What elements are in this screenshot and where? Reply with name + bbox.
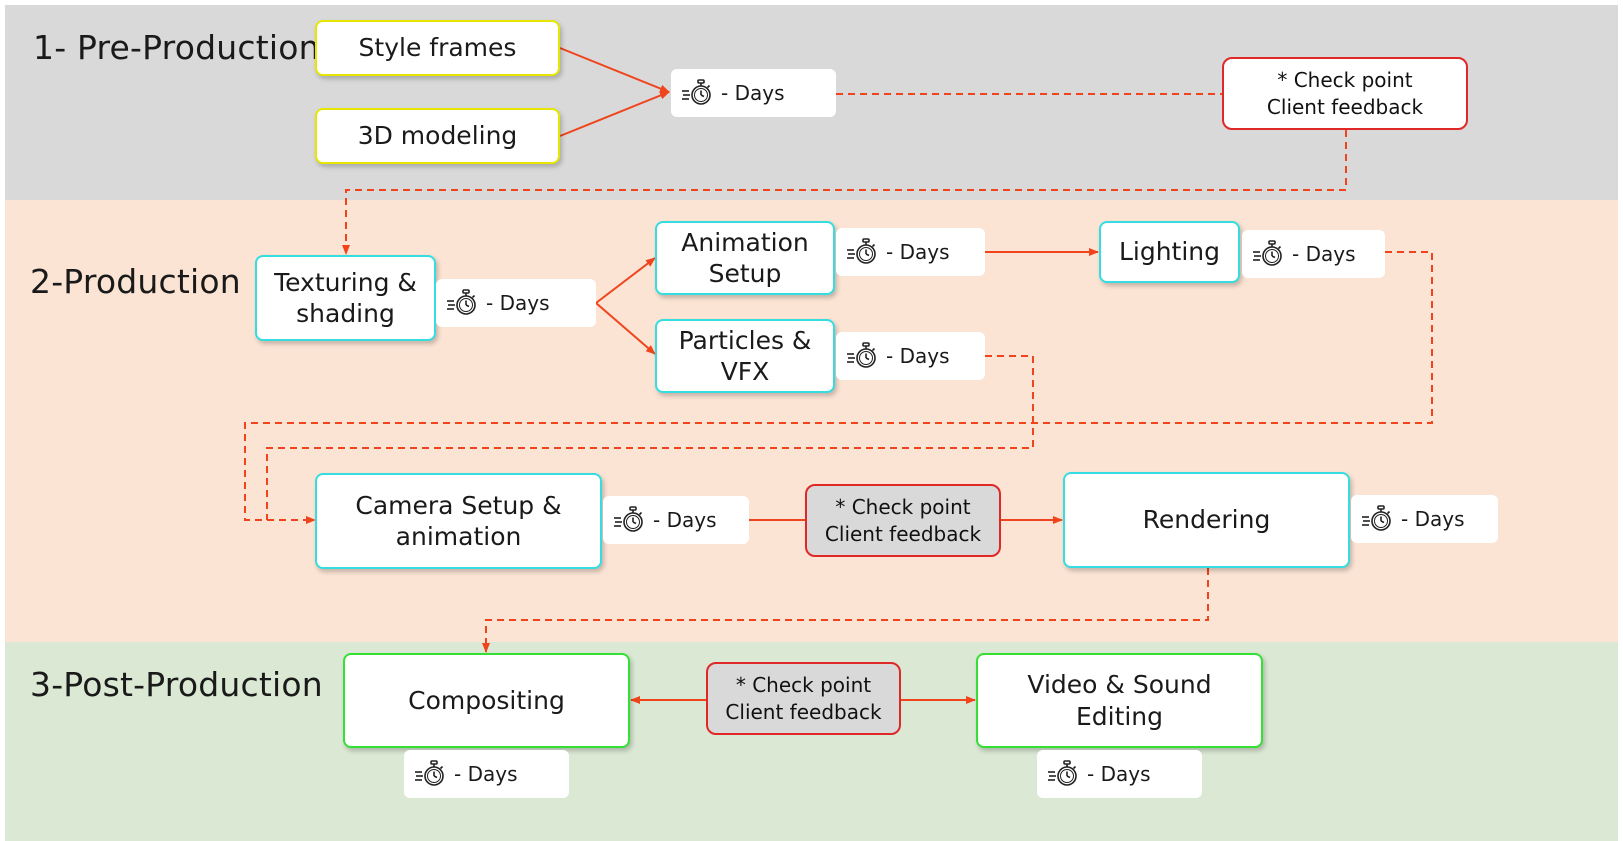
post-production-title: 3-Post-Production bbox=[30, 665, 323, 704]
texturing-shading-box: Texturing & shading bbox=[255, 255, 436, 341]
duration-animation-setup: - Days bbox=[836, 228, 985, 276]
link-rendering-to-compositing bbox=[482, 568, 1209, 653]
arrow-texturing-to-particles bbox=[595, 302, 656, 355]
rendering-box: Rendering bbox=[1063, 472, 1350, 568]
duration-lighting: - Days bbox=[1242, 230, 1385, 278]
link-particles-to-camera bbox=[266, 355, 1034, 520]
duration-label: - Days bbox=[1087, 762, 1151, 786]
stopwatch-icon bbox=[447, 289, 476, 315]
stopwatch-icon bbox=[1362, 505, 1391, 531]
duration-label: - Days bbox=[886, 344, 950, 368]
duration-label: - Days bbox=[486, 291, 550, 315]
arrow-modeling-to-days bbox=[559, 91, 670, 137]
stopwatch-icon bbox=[847, 238, 876, 264]
duration-video-sound-editing: - Days bbox=[1037, 750, 1202, 798]
duration-camera-setup: - Days bbox=[603, 496, 749, 544]
duration-label: - Days bbox=[721, 81, 785, 105]
pre-production-title: 1- Pre-Production bbox=[33, 28, 320, 67]
lighting-box: Lighting bbox=[1099, 221, 1240, 283]
duration-pre-production: - Days bbox=[671, 69, 836, 117]
duration-label: - Days bbox=[454, 762, 518, 786]
arrow-texturing-to-animation-setup bbox=[595, 257, 656, 304]
duration-rendering: - Days bbox=[1351, 495, 1498, 543]
stopwatch-icon bbox=[415, 760, 444, 786]
stopwatch-icon bbox=[614, 506, 643, 532]
camera-setup-box: Camera Setup & animation bbox=[315, 473, 602, 569]
checkpoint-client-feedback-1: * Check point Client feedback bbox=[1222, 57, 1468, 130]
stopwatch-icon bbox=[682, 79, 711, 105]
particles-vfx-box: Particles & VFX bbox=[655, 319, 835, 393]
style-frames-box: Style frames bbox=[315, 20, 560, 76]
animation-setup-box: Animation Setup bbox=[655, 221, 835, 295]
link-checkpoint-1-to-texturing bbox=[342, 130, 1347, 255]
duration-particles-vfx: - Days bbox=[836, 332, 985, 380]
checkpoint-client-feedback-3: * Check point Client feedback bbox=[706, 662, 901, 735]
checkpoint-client-feedback-2: * Check point Client feedback bbox=[805, 484, 1001, 557]
compositing-box: Compositing bbox=[343, 653, 630, 748]
stopwatch-icon bbox=[1253, 240, 1282, 266]
stopwatch-icon bbox=[1048, 760, 1077, 786]
duration-label: - Days bbox=[886, 240, 950, 264]
duration-label: - Days bbox=[1292, 242, 1356, 266]
production-title: 2-Production bbox=[30, 262, 241, 301]
duration-label: - Days bbox=[653, 508, 717, 532]
arrow-style-frames-to-days bbox=[559, 47, 670, 93]
video-sound-editing-box: Video & Sound Editing bbox=[976, 653, 1263, 748]
stopwatch-icon bbox=[847, 342, 876, 368]
duration-label: - Days bbox=[1401, 507, 1465, 531]
3d-modeling-box: 3D modeling bbox=[315, 108, 560, 164]
link-lighting-to-camera bbox=[244, 251, 1433, 524]
duration-texturing: - Days bbox=[436, 279, 596, 327]
duration-compositing: - Days bbox=[404, 750, 569, 798]
